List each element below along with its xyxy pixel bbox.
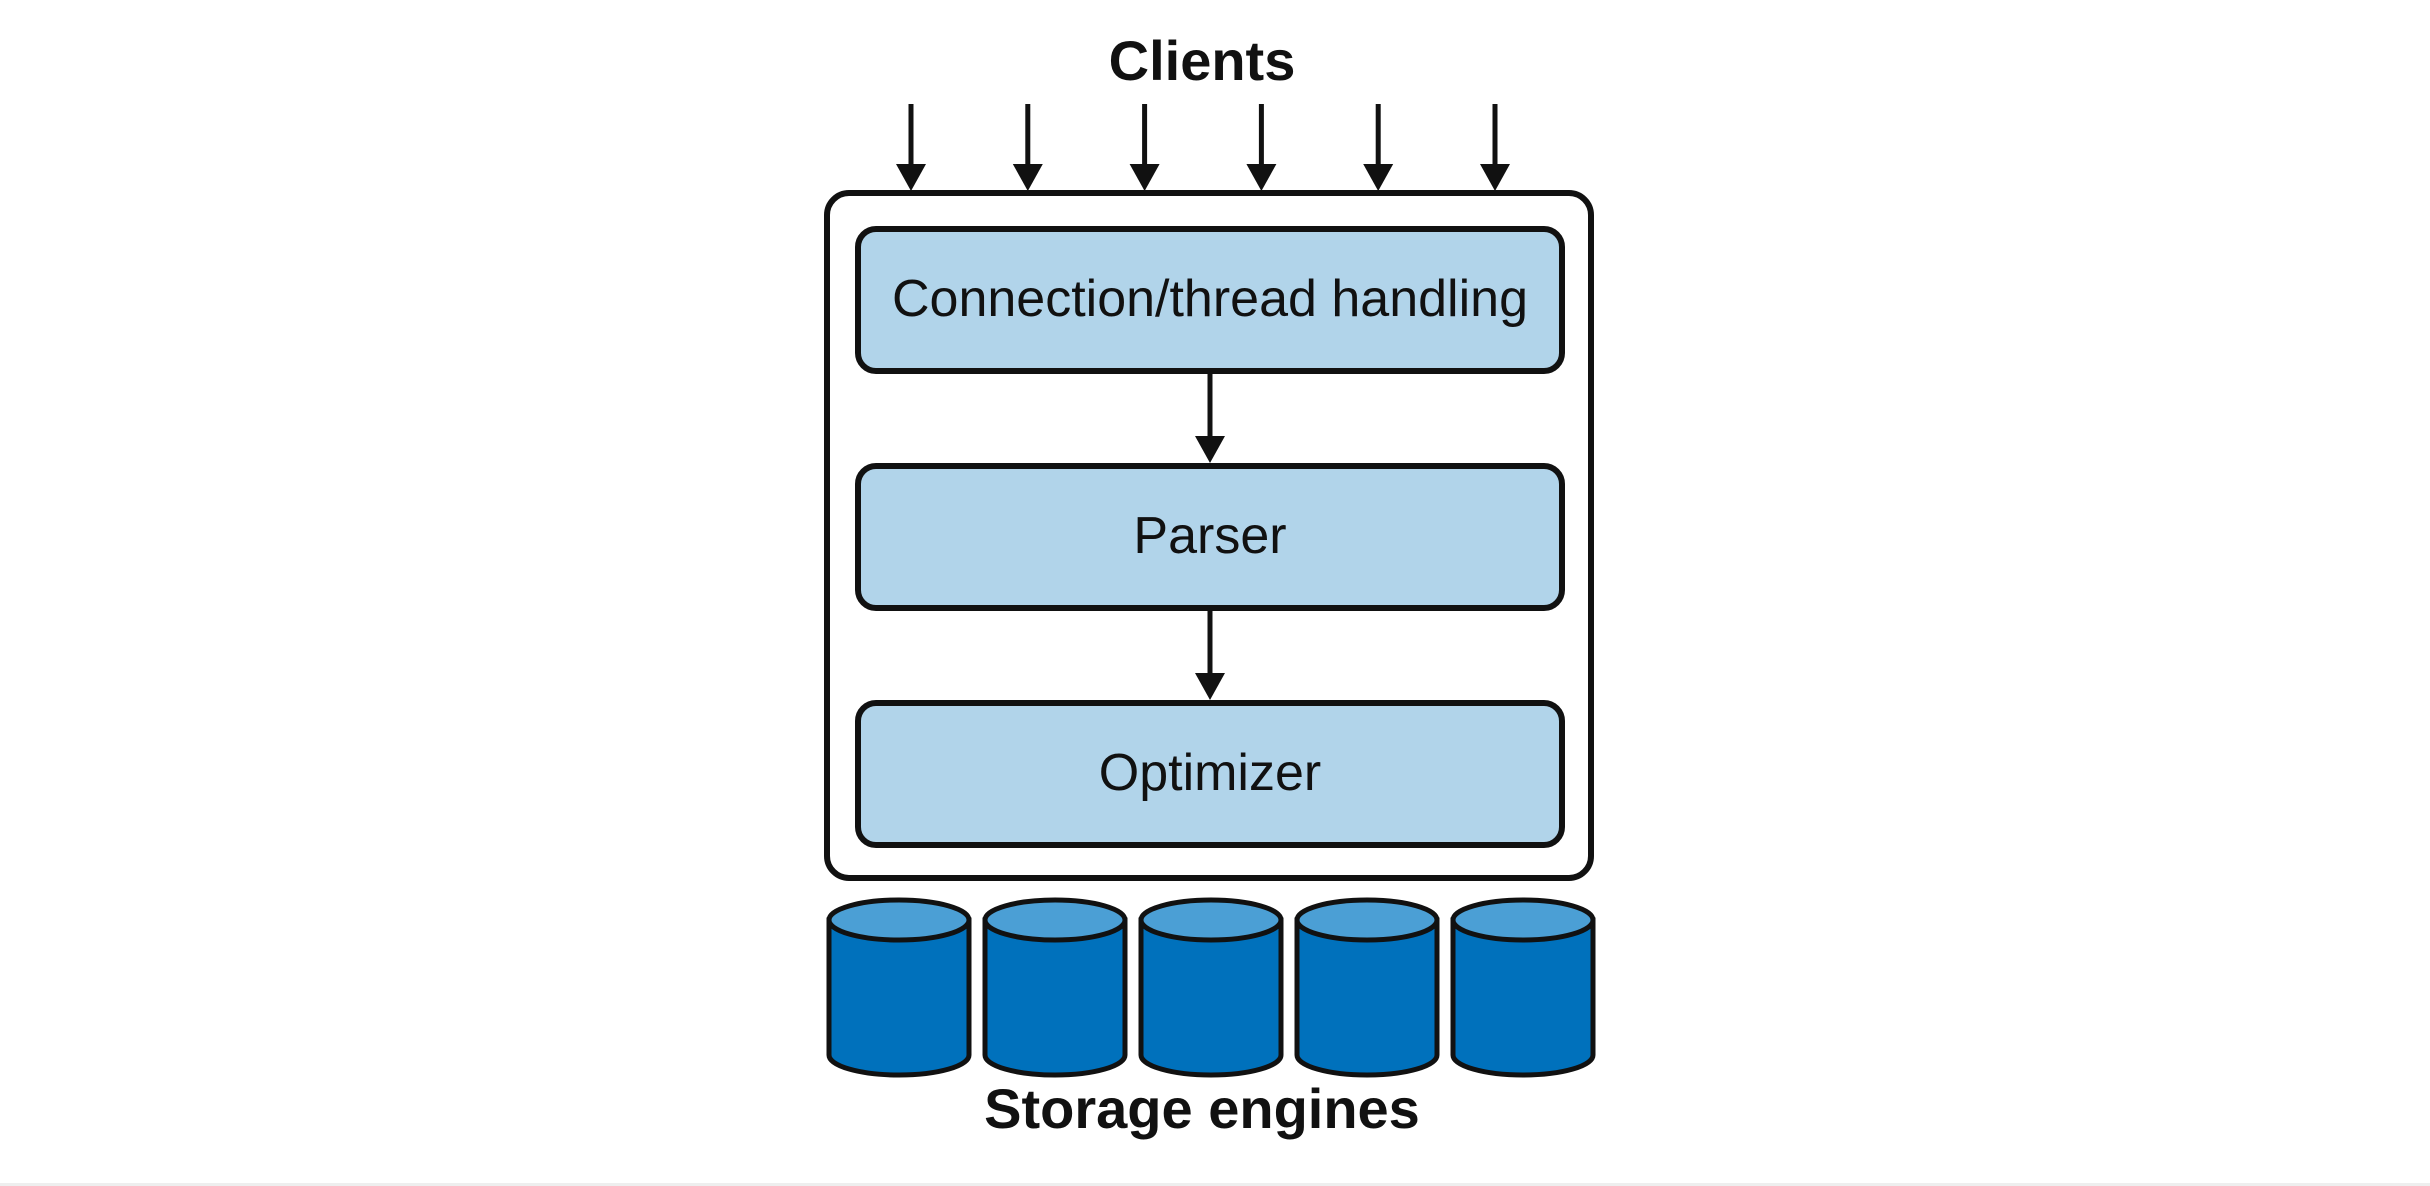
layer-optimizer: Optimizer <box>855 700 1565 848</box>
layer-connection-thread-handling: Connection/thread handling <box>855 226 1565 374</box>
storage-engines-label: Storage engines <box>984 1077 1420 1140</box>
storage-engine-cylinder <box>826 897 972 1078</box>
layer-label: Parser <box>1133 507 1286 565</box>
client-arrows <box>896 104 1510 191</box>
layer-label: Optimizer <box>1099 744 1321 802</box>
storage-engine-cylinder <box>1138 897 1284 1078</box>
client-arrow <box>1363 104 1394 191</box>
clients-label: Clients <box>1109 29 1296 92</box>
bottom-divider <box>0 1183 2430 1186</box>
client-arrow <box>1246 104 1277 191</box>
storage-engines <box>826 897 1596 1078</box>
layer-parser: Parser <box>855 463 1565 611</box>
client-arrow <box>1480 104 1510 191</box>
storage-engine-cylinder <box>1294 897 1440 1078</box>
storage-engine-cylinder <box>982 897 1128 1078</box>
arrow-parser-to-optimizer <box>1195 609 1225 700</box>
client-arrow <box>1012 104 1043 191</box>
arrow-connection-to-parser <box>1195 372 1225 463</box>
layer-box <box>855 700 1565 848</box>
storage-engine-cylinder <box>1450 897 1596 1078</box>
layer-box <box>855 226 1565 374</box>
layer-box <box>855 463 1565 611</box>
client-arrow <box>896 104 926 191</box>
client-arrow <box>1129 104 1160 191</box>
layer-label: Connection/thread handling <box>892 270 1528 328</box>
